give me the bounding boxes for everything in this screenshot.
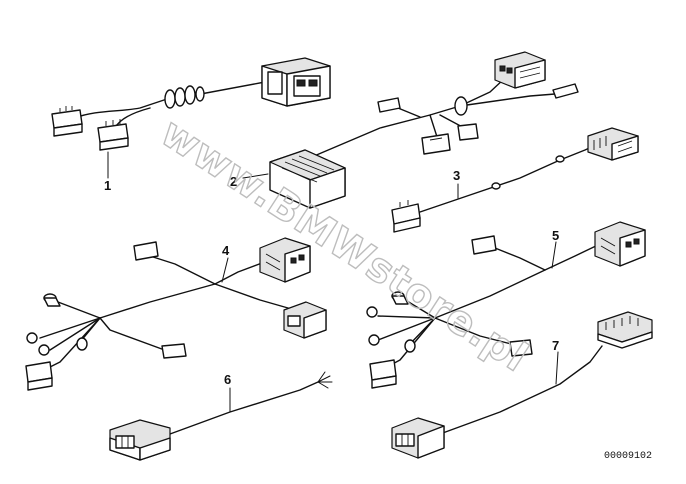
part-callout-3: 3 [453,168,460,183]
part-callout-4: 4 [222,243,230,258]
harness-3 [391,127,639,233]
harness-4 [25,237,327,391]
single-pin-plug-icon [509,339,533,357]
single-pin-plug-icon [457,123,479,141]
reference-number: 00009102 [604,451,652,462]
bulb-socket-icon [366,306,416,353]
harness-1 [51,57,331,179]
terminal-block-icon [97,119,129,151]
single-pin-plug-icon [161,343,187,359]
single-pin-plug-icon [133,241,159,261]
part-callout-1: 1 [104,178,111,193]
grommet-icon [454,96,468,116]
terminal-block-icon [25,361,53,391]
harness-2 [242,51,579,209]
harness-7 [391,311,653,459]
multi-pin-box-connector-icon [269,149,346,209]
multi-pin-plug-icon [594,221,646,267]
multi-pin-plug-icon [109,419,171,461]
fuse-holder-icon [43,293,61,307]
multi-pin-plug-icon [494,51,546,89]
grommet-icon [164,85,205,109]
flat-plug-icon [552,83,579,99]
harness-6 [109,371,333,461]
fuse-holder-icon [391,291,409,305]
terminal-block-icon [369,359,397,389]
terminal-block-icon [51,106,83,137]
terminal-block-icon [421,133,451,155]
flat-multi-plug-icon [597,311,653,349]
multi-pin-socket-icon [283,301,327,339]
single-pin-plug-icon [471,235,497,255]
terminal-block-icon [391,200,421,233]
double-plug-icon [261,57,331,107]
single-pin-plug-icon [377,97,401,113]
bulb-socket-icon [26,332,88,356]
multi-pin-plug-icon [587,127,639,161]
part-callout-2: 2 [230,174,237,189]
part-callout-6: 6 [224,372,231,387]
multi-pin-socket-icon [391,417,445,459]
harness-5 [366,221,646,389]
multi-pin-plug-icon [259,237,311,283]
part-callout-7: 7 [552,338,559,353]
part-callout-5: 5 [552,228,559,243]
